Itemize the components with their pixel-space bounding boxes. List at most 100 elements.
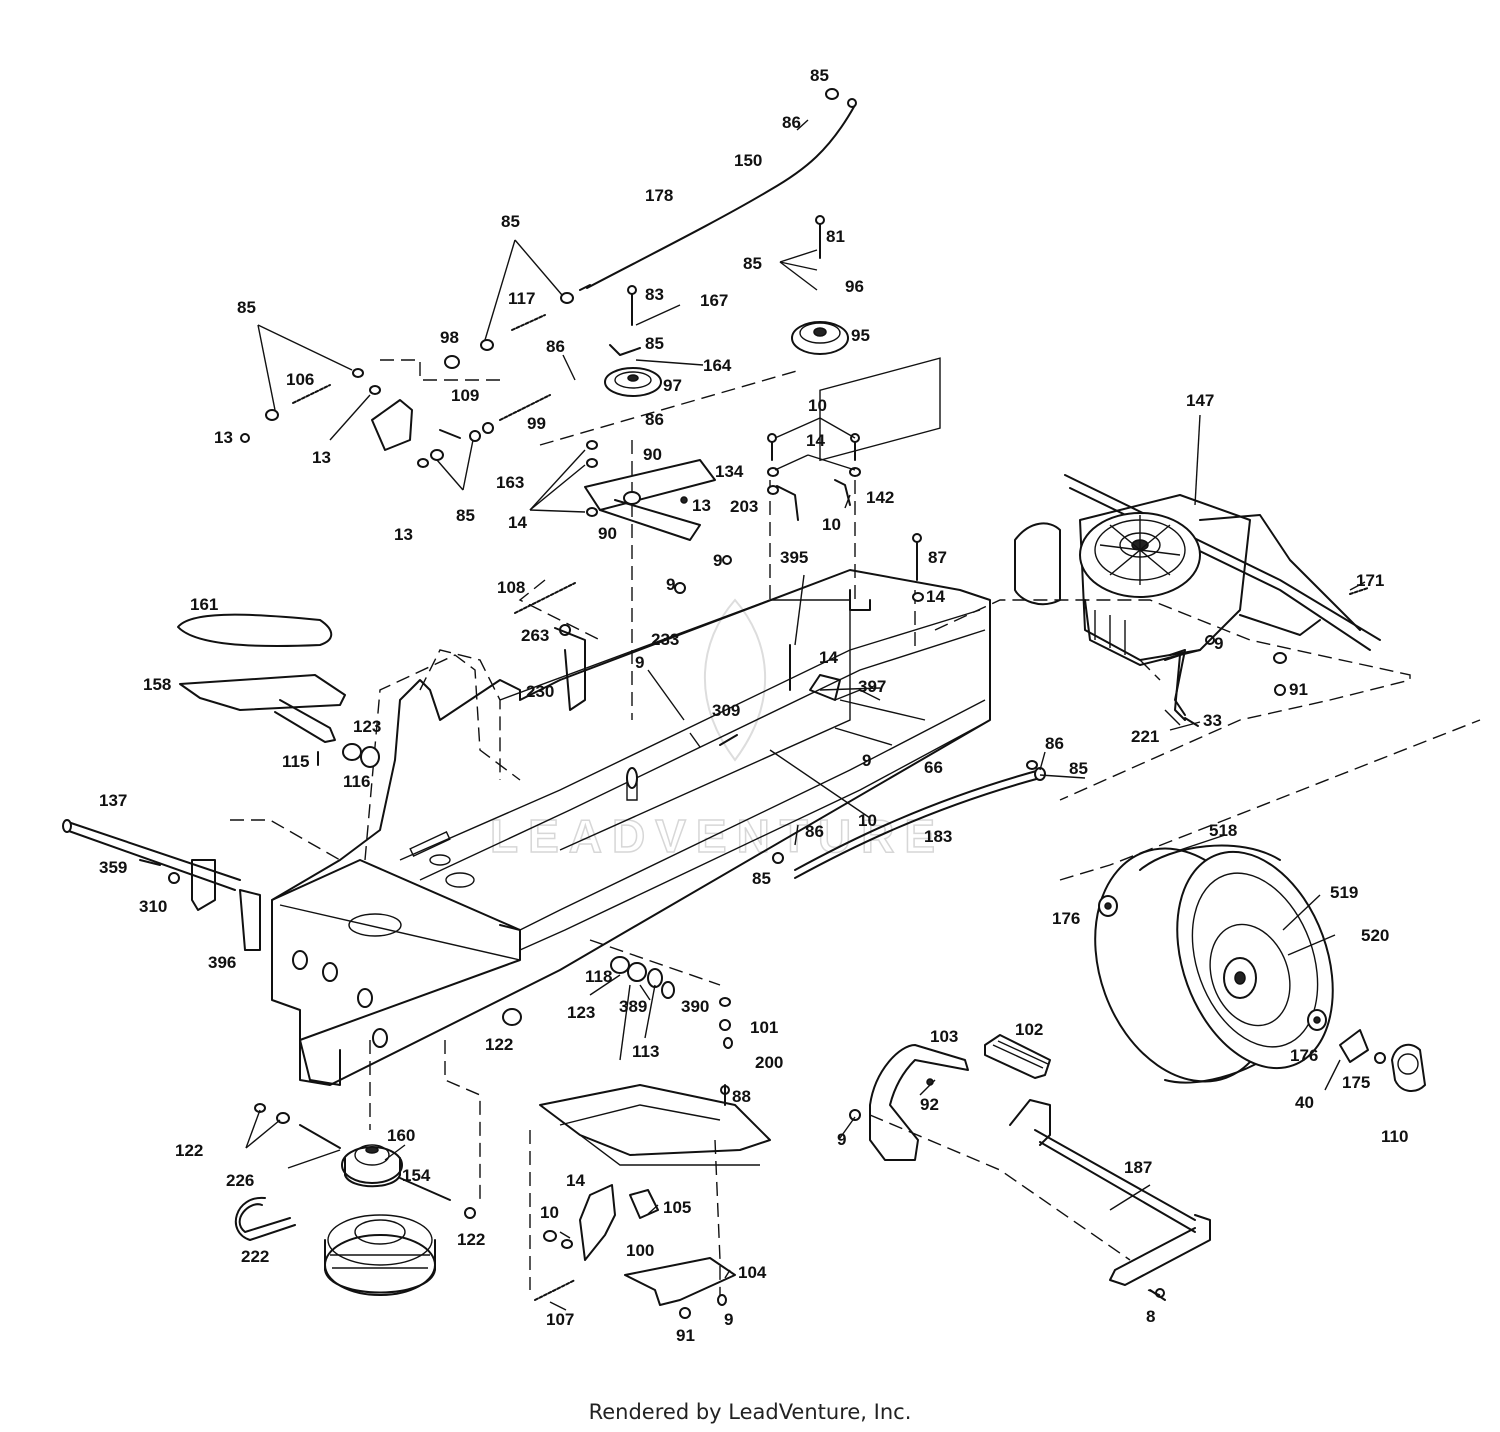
callout-122: 122 xyxy=(457,1230,485,1249)
callout-86: 86 xyxy=(1045,734,1064,753)
shaft-137 xyxy=(62,819,261,951)
callout-158: 158 xyxy=(143,675,171,694)
callout-134: 134 xyxy=(715,462,744,481)
leader-lines xyxy=(245,239,1366,1311)
callout-154: 154 xyxy=(402,1166,431,1185)
callout-85: 85 xyxy=(456,506,475,525)
callout-107: 107 xyxy=(546,1310,574,1329)
callout-13: 13 xyxy=(692,496,711,515)
drag-link-183 xyxy=(794,767,1046,879)
callout-9: 9 xyxy=(713,551,722,570)
callout-33: 33 xyxy=(1203,711,1222,730)
callout-14: 14 xyxy=(566,1171,585,1190)
callout-97: 97 xyxy=(663,376,682,395)
electric-clutch xyxy=(324,1214,436,1296)
callout-390: 390 xyxy=(681,997,709,1016)
callout-9: 9 xyxy=(862,751,871,770)
callout-66: 66 xyxy=(924,758,943,777)
callout-176: 176 xyxy=(1052,909,1080,928)
callout-200: 200 xyxy=(755,1053,783,1072)
callout-labels: 85 86 150 178 81 85 96 95 85 117 83 167 … xyxy=(99,66,1408,1345)
brake-cable-150 xyxy=(579,88,857,291)
callout-81: 81 xyxy=(826,227,845,246)
callout-9: 9 xyxy=(1214,634,1223,653)
brake-bracket xyxy=(539,1084,771,1306)
callout-167: 167 xyxy=(700,291,728,310)
callout-9: 9 xyxy=(837,1130,846,1149)
callout-85: 85 xyxy=(501,212,520,231)
callout-117: 117 xyxy=(508,289,535,308)
callout-175: 175 xyxy=(1342,1073,1370,1092)
callout-85: 85 xyxy=(645,334,664,353)
callout-108: 108 xyxy=(497,578,525,597)
callout-137: 137 xyxy=(99,791,127,810)
callout-397: 397 xyxy=(858,677,886,696)
callout-100: 100 xyxy=(626,1241,654,1260)
callout-87: 87 xyxy=(928,548,947,567)
callout-10: 10 xyxy=(858,811,877,830)
callout-14: 14 xyxy=(926,587,945,606)
callout-520: 520 xyxy=(1361,926,1389,945)
callout-116: 116 xyxy=(343,772,370,791)
bushings xyxy=(317,743,675,1026)
callout-230: 230 xyxy=(526,682,554,701)
callout-92: 92 xyxy=(920,1095,939,1114)
callout-309: 309 xyxy=(712,701,740,720)
callout-9: 9 xyxy=(666,575,675,594)
transaxle-147 xyxy=(1014,474,1381,666)
callout-122: 122 xyxy=(485,1035,513,1054)
bracket-221 xyxy=(1169,649,1186,716)
callout-164: 164 xyxy=(703,356,732,375)
callout-86: 86 xyxy=(546,337,565,356)
callout-95: 95 xyxy=(851,326,870,345)
chassis-frame xyxy=(271,357,991,1086)
callout-9: 9 xyxy=(635,653,644,672)
callout-101: 101 xyxy=(750,1018,778,1037)
pedal-pad-102 xyxy=(984,1034,1051,1079)
idler-bracket-134 xyxy=(584,459,716,541)
callout-222: 222 xyxy=(241,1247,269,1266)
callout-221: 221 xyxy=(1131,727,1159,746)
callout-85: 85 xyxy=(743,254,762,273)
pedal-shaft-187 xyxy=(1009,1099,1211,1286)
pulley-97 xyxy=(604,344,662,397)
callout-8: 8 xyxy=(1146,1307,1155,1326)
callout-10: 10 xyxy=(808,396,827,415)
callout-13: 13 xyxy=(312,448,331,467)
brake-pedal-103 xyxy=(869,1044,969,1161)
pulley-95 xyxy=(791,321,849,355)
brackets-small xyxy=(371,399,1186,721)
callout-10: 10 xyxy=(540,1203,559,1222)
callout-86: 86 xyxy=(805,822,824,841)
callout-85: 85 xyxy=(752,869,771,888)
callout-142: 142 xyxy=(866,488,894,507)
callout-40: 40 xyxy=(1295,1093,1314,1112)
callout-99: 99 xyxy=(527,414,546,433)
callout-115: 115 xyxy=(282,752,309,771)
callout-161: 161 xyxy=(190,595,218,614)
callout-96: 96 xyxy=(845,277,864,296)
callout-91: 91 xyxy=(1289,680,1308,699)
callout-118: 118 xyxy=(585,967,612,986)
callout-395: 395 xyxy=(780,548,808,567)
callout-122: 122 xyxy=(175,1141,203,1160)
callout-109: 109 xyxy=(451,386,479,405)
callout-113: 113 xyxy=(632,1042,659,1061)
callout-176: 176 xyxy=(1290,1046,1318,1065)
footer-credit: Rendered by LeadVenture, Inc. xyxy=(588,1400,912,1424)
callout-13: 13 xyxy=(214,428,233,447)
callout-106: 106 xyxy=(286,370,314,389)
callout-13: 13 xyxy=(394,525,413,544)
washers xyxy=(240,292,1386,1319)
callout-104: 104 xyxy=(738,1263,767,1282)
callout-102: 102 xyxy=(1015,1020,1043,1039)
callout-14: 14 xyxy=(508,513,527,532)
callout-233: 233 xyxy=(651,630,679,649)
springs-top xyxy=(292,314,1369,1301)
callout-178: 178 xyxy=(645,186,673,205)
engine-pulley-160 xyxy=(299,1124,451,1201)
callout-359: 359 xyxy=(99,858,127,877)
callout-150: 150 xyxy=(734,151,762,170)
callout-10: 10 xyxy=(822,515,841,534)
